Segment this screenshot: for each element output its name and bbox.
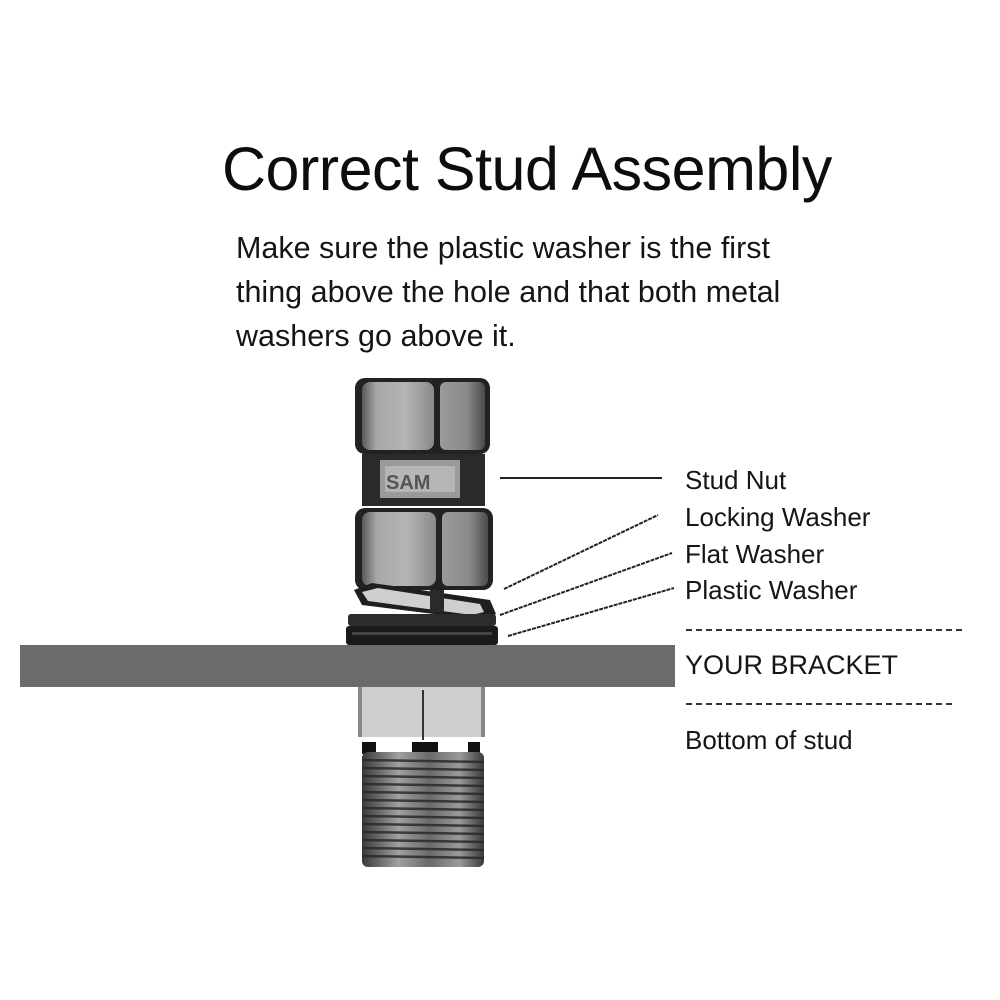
page-title: Correct Stud Assembly [222, 135, 832, 203]
svg-text:SAM: SAM [386, 472, 430, 494]
instruction-line-3: washers go above it. [236, 319, 516, 353]
divider-bottom [686, 703, 952, 705]
label-stud-nut: Stud Nut [685, 465, 787, 495]
label-bottom-of-stud: Bottom of stud [685, 725, 853, 755]
stud-nut-graphic: SAM [355, 378, 493, 590]
label-your-bracket: YOUR BRACKET [685, 650, 899, 680]
locking-washer-graphic [354, 583, 496, 620]
instruction-text: Make sure the plastic washer is the firs… [236, 226, 936, 358]
label-plastic-washer: Plastic Washer [685, 575, 858, 605]
stud-bottom-graphic [358, 687, 485, 867]
washers-graphic [346, 614, 498, 645]
leader-lines [499, 477, 675, 637]
divider-top [686, 629, 962, 631]
label-locking-washer: Locking Washer [685, 502, 871, 532]
instruction-line-1: Make sure the plastic washer is the firs… [236, 231, 770, 265]
bracket-bar [20, 645, 675, 687]
label-flat-washer: Flat Washer [685, 539, 825, 569]
instruction-line-2: thing above the hole and that both metal [236, 275, 781, 309]
